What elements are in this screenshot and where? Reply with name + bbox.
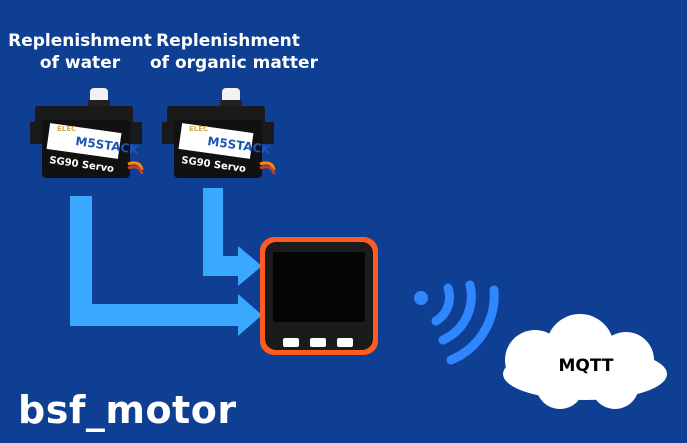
- servo-motor-icon: [162, 88, 276, 178]
- label-organic: Replenishment of organic matter: [150, 30, 318, 74]
- cloud-label: MQTT: [558, 356, 614, 376]
- servo-maker-2: ELEC: [189, 125, 208, 133]
- label-organic-line2: of organic matter: [150, 53, 318, 73]
- label-water-line2: of water: [39, 53, 121, 73]
- cloud-icon: [503, 314, 667, 409]
- wifi-signal-icon: [414, 280, 499, 365]
- label-organic-line1: Replenishment: [156, 31, 300, 51]
- label-water: Replenishment of water: [8, 30, 152, 74]
- arrow-organic-to-device: [203, 188, 262, 286]
- m5stack-device-icon: [260, 237, 378, 355]
- label-water-line1: Replenishment: [8, 31, 152, 51]
- servo-motor-icon: [30, 88, 144, 178]
- arrow-water-to-device: [70, 196, 262, 336]
- page-title: bsf_motor: [18, 388, 237, 432]
- servo-maker-1: ELEC: [57, 125, 76, 133]
